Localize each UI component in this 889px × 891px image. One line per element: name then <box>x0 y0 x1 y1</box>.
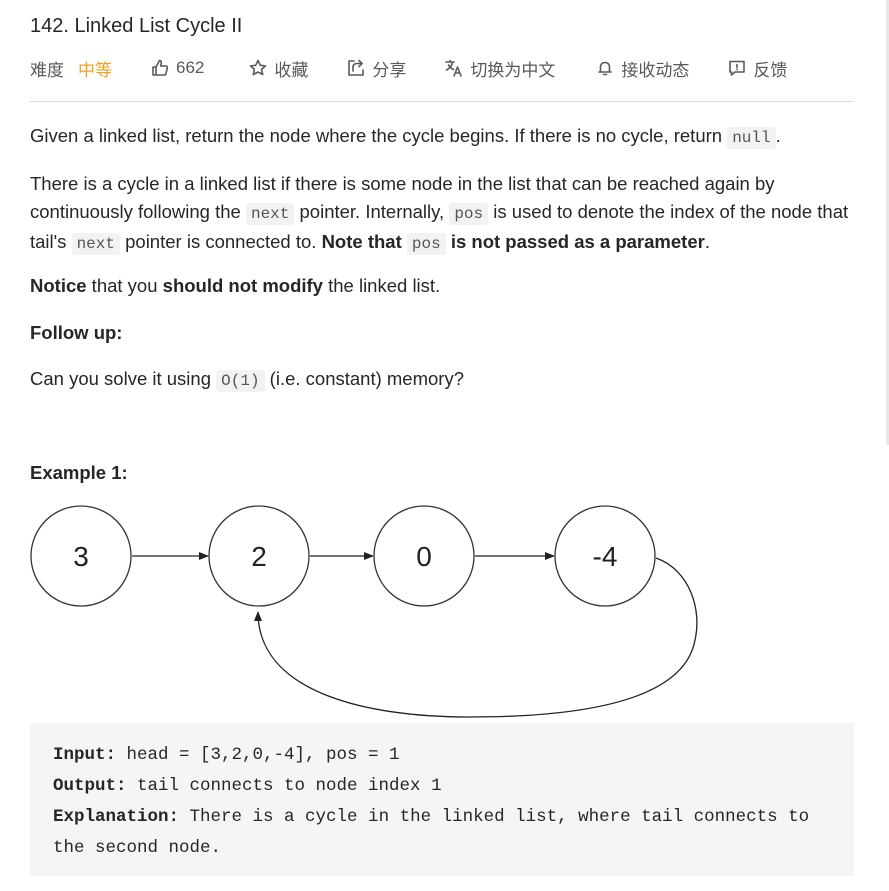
example-code-block: Input: head = [3,2,0,-4], pos = 1 Output… <box>30 723 854 876</box>
difficulty-label: 难度 <box>30 60 64 80</box>
list-node-value: -4 <box>593 541 618 572</box>
share-icon <box>348 59 365 76</box>
cycle-pointer-arrow <box>254 557 698 718</box>
linked-list-diagram: 3 2 0 -4 <box>30 505 698 718</box>
list-node-value: 2 <box>251 541 267 572</box>
list-node-circle <box>30 505 132 607</box>
feedback-button[interactable]: 反馈 <box>727 56 787 81</box>
inline-code: pos <box>449 202 489 225</box>
subscribe-button[interactable]: 接收动态 <box>595 56 689 81</box>
example-input-line: Input: head = [3,2,0,-4], pos = 1 <box>53 745 400 765</box>
example-output-line: Output: tail connects to node index 1 <box>53 776 442 796</box>
feedback-icon <box>729 60 746 76</box>
problem-toolbar: 难度 中等 662 收藏 分享 切换为中文 接收动态 <box>30 55 787 81</box>
thumbs-up-icon <box>152 59 169 76</box>
list-node-circle <box>554 505 656 607</box>
list-node-value: 0 <box>416 541 432 572</box>
description-paragraph-3: Notice that you should not modify the li… <box>30 275 441 296</box>
inline-code: O(1) <box>216 370 265 392</box>
example-explanation-line: Explanation: There is a cycle in the lin… <box>53 807 820 858</box>
description-paragraph-5: Can you solve it using O(1) (i.e. consta… <box>30 368 464 392</box>
favorite-button[interactable]: 收藏 <box>248 56 308 81</box>
star-icon <box>250 59 267 76</box>
likes-count: 662 <box>176 58 205 77</box>
problem-title: 142. Linked List Cycle II <box>30 15 243 37</box>
description-paragraph-2: There is a cycle in a linked list if the… <box>30 173 849 255</box>
difficulty-badge: 中等 <box>78 60 112 80</box>
inline-code: pos <box>406 233 446 255</box>
like-button[interactable]: 662 <box>150 58 204 78</box>
translate-label: 切换为中文 <box>470 60 556 80</box>
translate-button[interactable]: 切换为中文 <box>444 56 555 81</box>
bell-icon <box>598 61 613 76</box>
feedback-label: 反馈 <box>753 60 788 80</box>
list-node-circle <box>373 505 475 607</box>
subscribe-label: 接收动态 <box>621 60 690 80</box>
inline-code: null <box>727 127 776 149</box>
favorite-label: 收藏 <box>274 60 309 80</box>
share-label: 分享 <box>372 60 407 80</box>
example-title: Example 1: <box>30 462 128 483</box>
list-node-value: 3 <box>73 541 89 572</box>
scrollbar[interactable] <box>886 0 889 445</box>
inline-code: next <box>245 202 295 225</box>
list-node-circle <box>208 505 310 607</box>
inline-code: next <box>71 233 120 255</box>
description-paragraph-1: Given a linked list, return the node whe… <box>30 125 781 149</box>
translate-icon <box>445 59 463 77</box>
header-divider <box>30 101 854 102</box>
share-button[interactable]: 分享 <box>346 56 406 81</box>
follow-up-heading: Follow up: <box>30 322 123 343</box>
